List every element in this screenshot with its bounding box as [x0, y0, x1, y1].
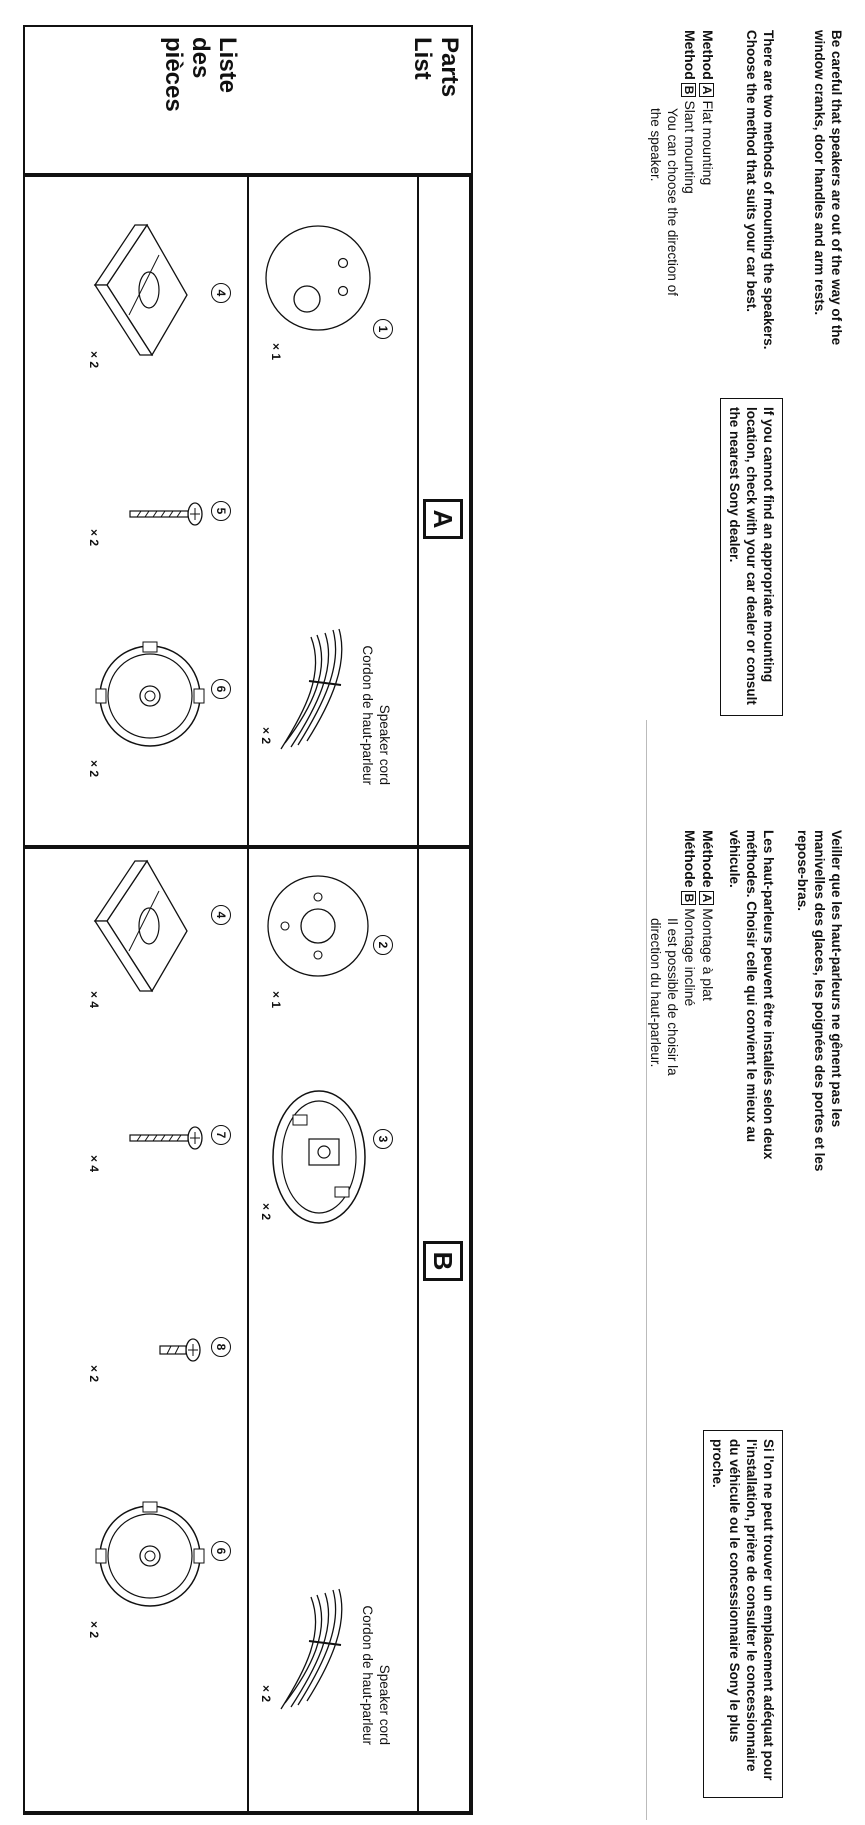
- part-quantity: × 1: [269, 991, 283, 1009]
- french-note-box: Si l'on ne peut trouver un emplacement a…: [703, 1430, 783, 1798]
- method-a-text: Flat mounting: [700, 100, 716, 186]
- speaker-cord-icon: [280, 628, 343, 750]
- cord-label-en: Speaker cord: [377, 1664, 392, 1745]
- part-quantity: × 2: [87, 1621, 101, 1639]
- part-number-badge: 1: [373, 319, 393, 339]
- english-note-box: If you cannot find an appropriate mounti…: [720, 398, 783, 716]
- baffle-plate-icon: [265, 225, 371, 331]
- method-b-letter: B: [681, 890, 696, 906]
- french-method-b-note: Il est possible de choisir la direction …: [648, 918, 680, 1076]
- part-number-badge: 8: [211, 1337, 231, 1357]
- section-a-letter: A: [423, 499, 463, 539]
- english-paragraph-2: There are two methods of mounting the sp…: [744, 30, 776, 350]
- screw-icon: [129, 1126, 203, 1150]
- method-label: Méthode: [700, 830, 716, 888]
- part-quantity: × 2: [259, 1685, 273, 1703]
- part-number-badge: 5: [211, 501, 231, 521]
- part-quantity: × 2: [259, 1203, 273, 1221]
- part-quantity: × 2: [259, 727, 273, 745]
- short-screw-icon: [159, 1338, 201, 1362]
- part-quantity: × 2: [87, 760, 101, 778]
- part-quantity: × 2: [87, 529, 101, 547]
- method-label: Méthode: [682, 830, 698, 888]
- part-number-badge: 2: [373, 935, 393, 955]
- french-method-a-row: MéthodeA Montage à plat: [699, 830, 717, 1001]
- part-number-badge: 4: [211, 905, 231, 925]
- method-label: Method: [682, 30, 698, 80]
- method-b-text: Montage incliné: [682, 908, 698, 1007]
- method-b-text: Slant mounting: [682, 100, 698, 194]
- speaker-grille-icon: [95, 1501, 205, 1607]
- part-quantity: × 2: [87, 351, 101, 369]
- part-quantity: × 4: [87, 1155, 101, 1173]
- english-paragraph-1: Be careful that speakers are out of the …: [812, 30, 844, 346]
- french-paragraph-2: Les haut-parleurs peuvent être installés…: [727, 830, 776, 1160]
- speaker-cord-icon: [280, 1588, 343, 1710]
- screw-icon: [129, 502, 203, 526]
- baffle-plate-icon: [267, 875, 369, 977]
- cord-label-fr: Cordon de haut-parleur: [360, 645, 375, 785]
- speaker-grille-icon: [95, 641, 205, 747]
- french-paragraph-1: Veiller que les haut-parleurs ne gênent …: [795, 830, 844, 1172]
- method-a-letter: A: [699, 890, 714, 906]
- part-number-badge: 7: [211, 1125, 231, 1145]
- spacer-plate-icon: [93, 859, 188, 993]
- cord-label-fr: Cordon de haut-parleur: [360, 1605, 375, 1745]
- parts-table: Parts List Liste des pièces A B 1 × 1 4 …: [23, 25, 473, 1815]
- parts-list-header-en: Parts List: [409, 37, 463, 98]
- english-method-b-note: You can choose the direction of the spea…: [648, 108, 680, 296]
- method-a-letter: A: [699, 82, 714, 98]
- part-number-badge: 6: [211, 1541, 231, 1561]
- parts-list-header-fr: Liste des pièces: [160, 37, 241, 112]
- section-b-letter: B: [423, 1241, 463, 1281]
- method-label: Method: [700, 30, 716, 80]
- part-quantity: × 1: [269, 343, 283, 361]
- method-b-letter: B: [681, 82, 696, 98]
- part-number-badge: 3: [373, 1129, 393, 1149]
- part-number-badge: 6: [211, 679, 231, 699]
- english-method-b-row: MethodB Slant mounting: [681, 30, 699, 194]
- part-quantity: × 4: [87, 991, 101, 1009]
- part-number-badge: 4: [211, 283, 231, 303]
- slant-bracket-icon: [272, 1090, 366, 1224]
- cord-label-en: Speaker cord: [377, 704, 392, 785]
- part-quantity: × 2: [87, 1365, 101, 1383]
- french-method-b-row: MéthodeB Montage incliné: [681, 830, 699, 1006]
- spacer-plate-icon: [93, 223, 188, 357]
- english-method-a-row: MethodA Flat mounting: [699, 30, 717, 185]
- divider-rule: [646, 720, 647, 1820]
- method-a-text: Montage à plat: [700, 908, 716, 1001]
